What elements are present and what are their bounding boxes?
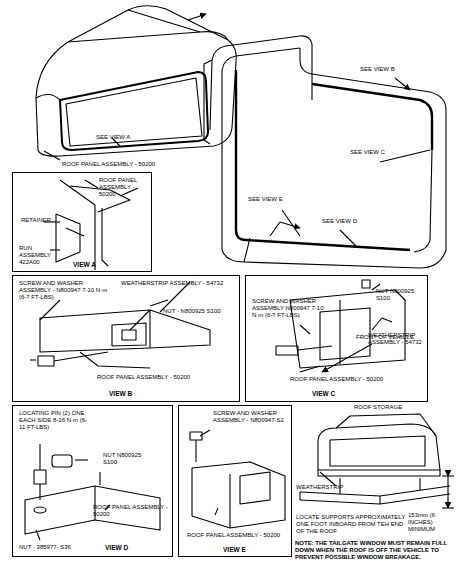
- view-panel: LOCATING PIN (2) ONE EACH SIDE 8-16 N·m …: [12, 405, 173, 557]
- part-callout: SCREW AND WASHER ASSEMBLY - N800947 7-10…: [19, 280, 115, 301]
- part-callout: ROOF PANEL ASSEMBLY - 50200: [93, 504, 169, 518]
- view-d-sketch: [25, 444, 160, 540]
- view-a-sketch: [44, 180, 138, 270]
- callout-label: SEE VIEW B: [360, 66, 420, 73]
- front-arrow: [322, 344, 372, 372]
- part-callout: LOCATING PIN (2) ONE EACH SIDE 8-16 N·m …: [19, 410, 89, 431]
- callout-label: ROOF PANEL ASSEMBLY - 50200: [62, 161, 172, 168]
- view-label: VIEW E: [223, 546, 263, 553]
- callout-label: SEE VIEW A: [96, 134, 156, 141]
- part-callout: SCREW AND WASHER ASSEMBLY N800947 7-10 N…: [252, 298, 334, 319]
- callout-label: LOCATE SUPPORTS APPROXIMATELY ONE FOOT I…: [296, 514, 406, 535]
- part-callout: ROOF PANEL ASSEMBLY - 50200: [187, 532, 287, 539]
- part-callout: ROOF PANEL ASSEMBLY - 50200: [97, 374, 217, 381]
- callout-label: SEE VIEW E: [248, 196, 308, 203]
- part-callout: RUN ASSEMBLY 422A00: [19, 245, 59, 266]
- callout-label: SEE VIEW D: [322, 218, 382, 225]
- part-callout: ROOF PANEL ASSEMBLY - 50200: [290, 376, 400, 383]
- part-callout: ROOF PANEL ASSEMBLY - 50200: [99, 177, 149, 198]
- view-panel: ROOF PANEL ASSEMBLY - 50200RETAINER RUN A…: [12, 172, 152, 272]
- note-text: NOTE: THE TAILGATE WINDOW MUST REMAIN FU…: [295, 540, 453, 561]
- roof-panel: [36, 6, 236, 160]
- view-label: VIEW C: [312, 390, 352, 397]
- part-callout: NUT N800925 S100: [103, 452, 147, 466]
- part-callout: NUT - N800925 S100: [163, 308, 235, 315]
- truck-body: [204, 36, 446, 268]
- view-panel: SCREW AND WASHER ASSEMBLY - N800947 7-10…: [12, 275, 240, 402]
- callout-label: SEE VIEW C: [350, 149, 410, 156]
- view-b-sketch: [30, 282, 210, 368]
- callout-label: FRONT OF VEHICLE: [356, 334, 446, 341]
- callout-label: WEATHERSTRIP: [296, 484, 356, 491]
- part-callout: RETAINER: [21, 217, 71, 224]
- part-callout: WEATHERSTRIP ASSEMBLY - 54732: [121, 280, 233, 287]
- part-callout: NUT N800925 S100: [376, 288, 426, 302]
- view-panel: SCREW AND WASHER ASSEMBLY - N800947-S2RO…: [178, 405, 292, 557]
- part-callout: NUT - 385977- S36: [19, 544, 89, 551]
- view-label: VIEW B: [109, 390, 149, 397]
- callout-label: ROOF STORAGE: [354, 404, 434, 411]
- view-label: VIEW A: [73, 261, 113, 268]
- part-callout: SCREW AND WASHER ASSEMBLY - N800947-S2: [213, 410, 289, 424]
- roof-storage-sketch: [300, 414, 454, 508]
- callout-label: 153mm (6 INCHES) MINIMUM: [408, 512, 448, 533]
- view-label: VIEW D: [105, 544, 145, 551]
- view-e-sketch: [190, 430, 285, 528]
